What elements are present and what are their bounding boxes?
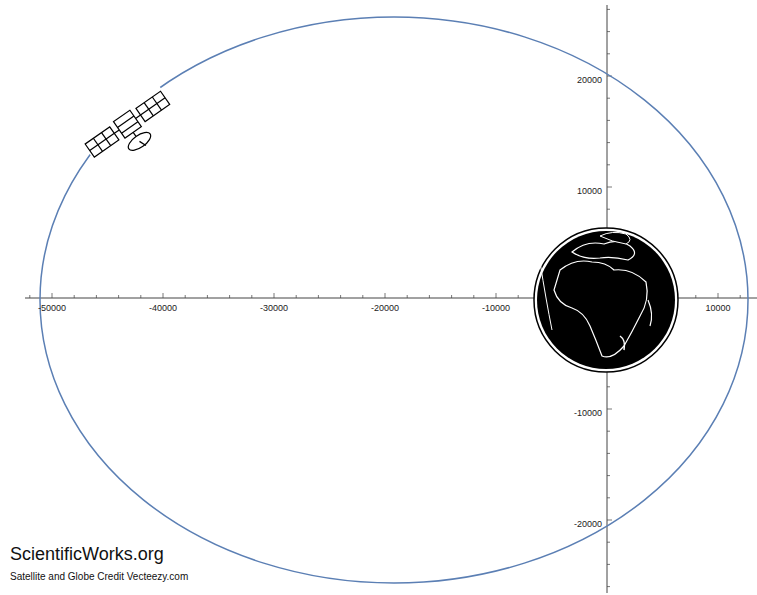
axis-tick: [607, 520, 612, 521]
tick-label: -50000: [38, 304, 66, 313]
credit-note: Satellite and Globe Credit Vecteezy.com: [10, 572, 188, 582]
axis-tick: [385, 293, 386, 298]
tick-label: -20000: [371, 304, 399, 313]
axis-tick: [274, 293, 275, 298]
satellite-icon: [74, 76, 183, 174]
axis-tick: [607, 187, 612, 188]
tick-label: 10000: [577, 187, 602, 196]
tick-label: 20000: [577, 76, 602, 85]
axis-tick: [607, 409, 612, 410]
tick-label: 10000: [705, 304, 730, 313]
tick-label: -30000: [260, 304, 288, 313]
axis-tick: [718, 293, 719, 298]
earth-globe: [534, 228, 678, 372]
axis-tick: [52, 293, 53, 298]
axis-tick: [163, 293, 164, 298]
axis-tick: [496, 293, 497, 298]
watermark: ScientificWorks.org: [10, 545, 164, 563]
orbit-ellipse: [40, 17, 748, 583]
tick-label: -20000: [574, 520, 602, 529]
tick-label: -40000: [149, 304, 177, 313]
tick-label: -10000: [482, 304, 510, 313]
tick-label: -10000: [574, 409, 602, 418]
